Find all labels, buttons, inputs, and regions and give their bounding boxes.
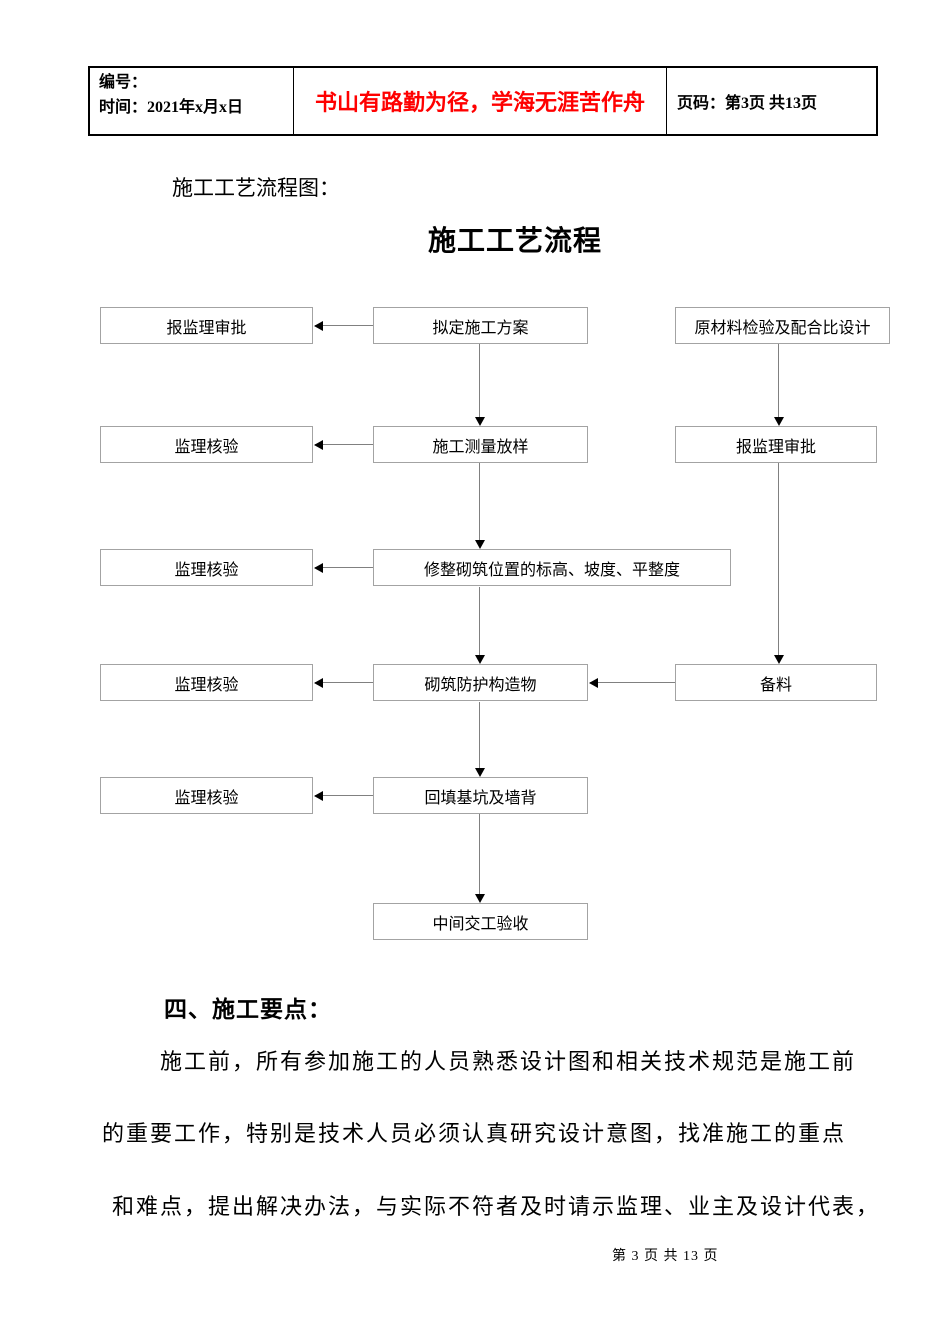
paragraph-line: 施工前，所有参加施工的人员熟悉设计图和相关技术规范是施工前 [160, 1049, 857, 1074]
header-number-label: 编号： [99, 74, 148, 91]
flow-box-survey-layout: 施工测量放样 [373, 426, 588, 463]
flowchart-title: 施工工艺流程 [428, 226, 603, 257]
flow-box-trim-masonry-position: 修整砌筑位置的标高、坡度、平整度 [373, 549, 731, 586]
paragraph-line: 和难点，提出解决办法，与实际不符者及时请示监理、业主及设计代表， [112, 1194, 881, 1219]
page-footer: 第 3 页 共 13 页 [612, 1249, 719, 1264]
header-page-info: 页码：第3页 共13页 [666, 68, 876, 134]
flow-box-raw-material-inspection: 原材料检验及配合比设计 [675, 307, 890, 344]
arrow-down-mid-2 [474, 463, 485, 549]
header-time-label: 时间：2021年x月x日 [99, 98, 244, 116]
flow-box-draft-construction-plan: 拟定施工方案 [373, 307, 588, 344]
arrow-down-right-1 [773, 344, 784, 426]
arrow-left-row3 [314, 562, 373, 573]
arrow-left-row4 [314, 677, 373, 688]
header-table: 编号： 时间：2021年x月x日 书山有路勤为径，学海无涯苦作舟 页码：第3页 … [88, 66, 878, 136]
flow-box-intermediate-acceptance: 中间交工验收 [373, 903, 588, 940]
arrow-left-row5 [314, 790, 373, 801]
flow-box-supervisor-check-1: 监理核验 [100, 426, 313, 463]
arrow-down-mid-1 [474, 344, 485, 426]
arrow-down-mid-4 [474, 702, 485, 777]
flow-box-supervisor-check-2: 监理核验 [100, 549, 313, 586]
header-motto: 书山有路勤为径，学海无涯苦作舟 [292, 68, 666, 134]
flow-box-supervisor-check-4: 监理核验 [100, 777, 313, 814]
arrow-down-right-2 [773, 463, 784, 664]
paragraph-line: 的重要工作，特别是技术人员必须认真研究设计意图，找准施工的重点 [102, 1121, 847, 1146]
flow-box-supervisor-check-3: 监理核验 [100, 664, 313, 701]
arrow-down-mid-5 [474, 814, 485, 903]
flow-box-masonry-protection-structure: 砌筑防护构造物 [373, 664, 588, 701]
arrow-left-row1 [314, 320, 373, 331]
header-number-time-cell: 编号： 时间：2021年x月x日 [90, 68, 293, 134]
flow-box-prepare-material: 备料 [675, 664, 877, 701]
section-heading-construction-points: 四、施工要点： [164, 997, 332, 1022]
flow-box-report-supervisor-approval-1: 报监理审批 [100, 307, 313, 344]
arrow-left-material-to-masonry [589, 677, 675, 688]
flow-box-backfill-pit-wall: 回填基坑及墙背 [373, 777, 588, 814]
flowchart-intro-label: 施工工艺流程图： [172, 176, 340, 200]
flow-box-report-supervisor-approval-2: 报监理审批 [675, 426, 877, 463]
arrow-down-mid-3 [474, 587, 485, 664]
arrow-left-row2 [314, 439, 373, 450]
